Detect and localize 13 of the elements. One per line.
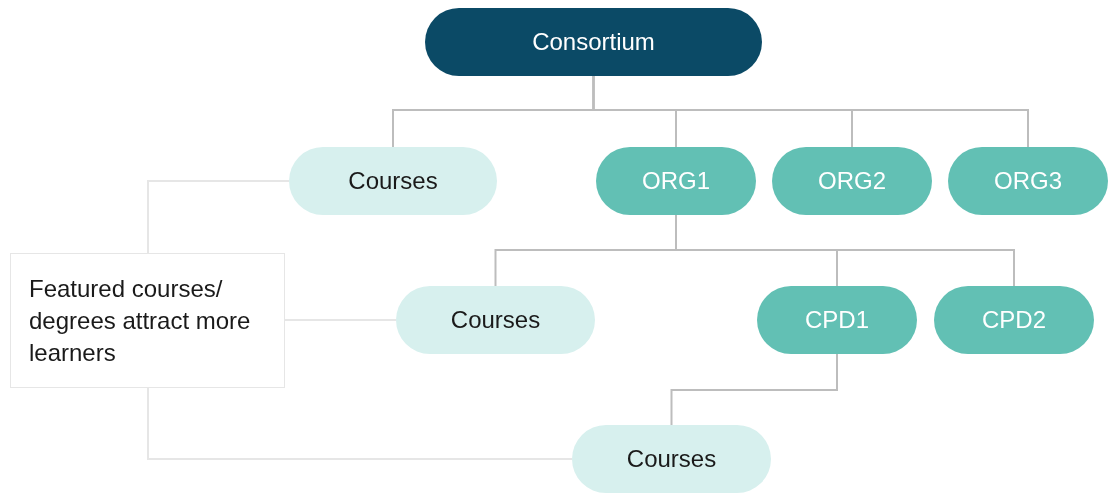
- organization-node: ORG1: [596, 147, 756, 215]
- organization-node: ORG2: [772, 147, 932, 215]
- connector-line: [670, 353, 838, 426]
- organization-node: ORG3: [948, 147, 1108, 215]
- courses-node: Courses: [396, 286, 595, 354]
- courses-node: Courses: [572, 425, 771, 493]
- note-box: Featured courses/ degrees attract more learners: [10, 253, 285, 388]
- root-node: Consortium: [425, 8, 762, 76]
- organization-node: CPD2: [934, 286, 1094, 354]
- organization-node: CPD1: [757, 286, 917, 354]
- connector-line: [147, 387, 573, 460]
- courses-node: Courses: [289, 147, 497, 215]
- connector-line: [147, 180, 290, 254]
